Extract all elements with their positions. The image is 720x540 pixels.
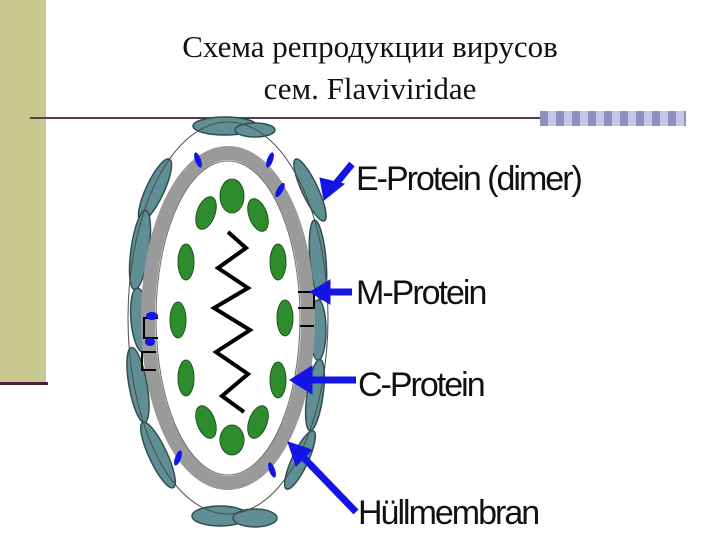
decorative-side-bar-underline (0, 382, 48, 385)
label-m-protein: M-Protein (356, 274, 485, 312)
slide-title: Схема репродукции вирусов сем. Flaviviri… (110, 26, 630, 110)
label-e-protein: E-Protein (dimer) (356, 160, 582, 198)
label-c-protein: C-Protein (358, 366, 484, 404)
envelope-outline (127, 121, 329, 515)
slide-title-line2: сем. Flaviviridae (263, 71, 477, 106)
capsid-c-proteins (169, 178, 294, 456)
membrane-spikes (145, 152, 285, 478)
decorative-checker-strip (540, 111, 686, 126)
label-membrane: Hüllmembran (358, 494, 538, 532)
slide-title-line1: Схема репродукции вирусов (182, 29, 558, 64)
arrow-membrane (299, 453, 359, 515)
rna-genome (210, 230, 254, 414)
title-divider (30, 117, 540, 119)
decorative-side-bar (0, 0, 46, 382)
label-arrows (287, 161, 359, 515)
